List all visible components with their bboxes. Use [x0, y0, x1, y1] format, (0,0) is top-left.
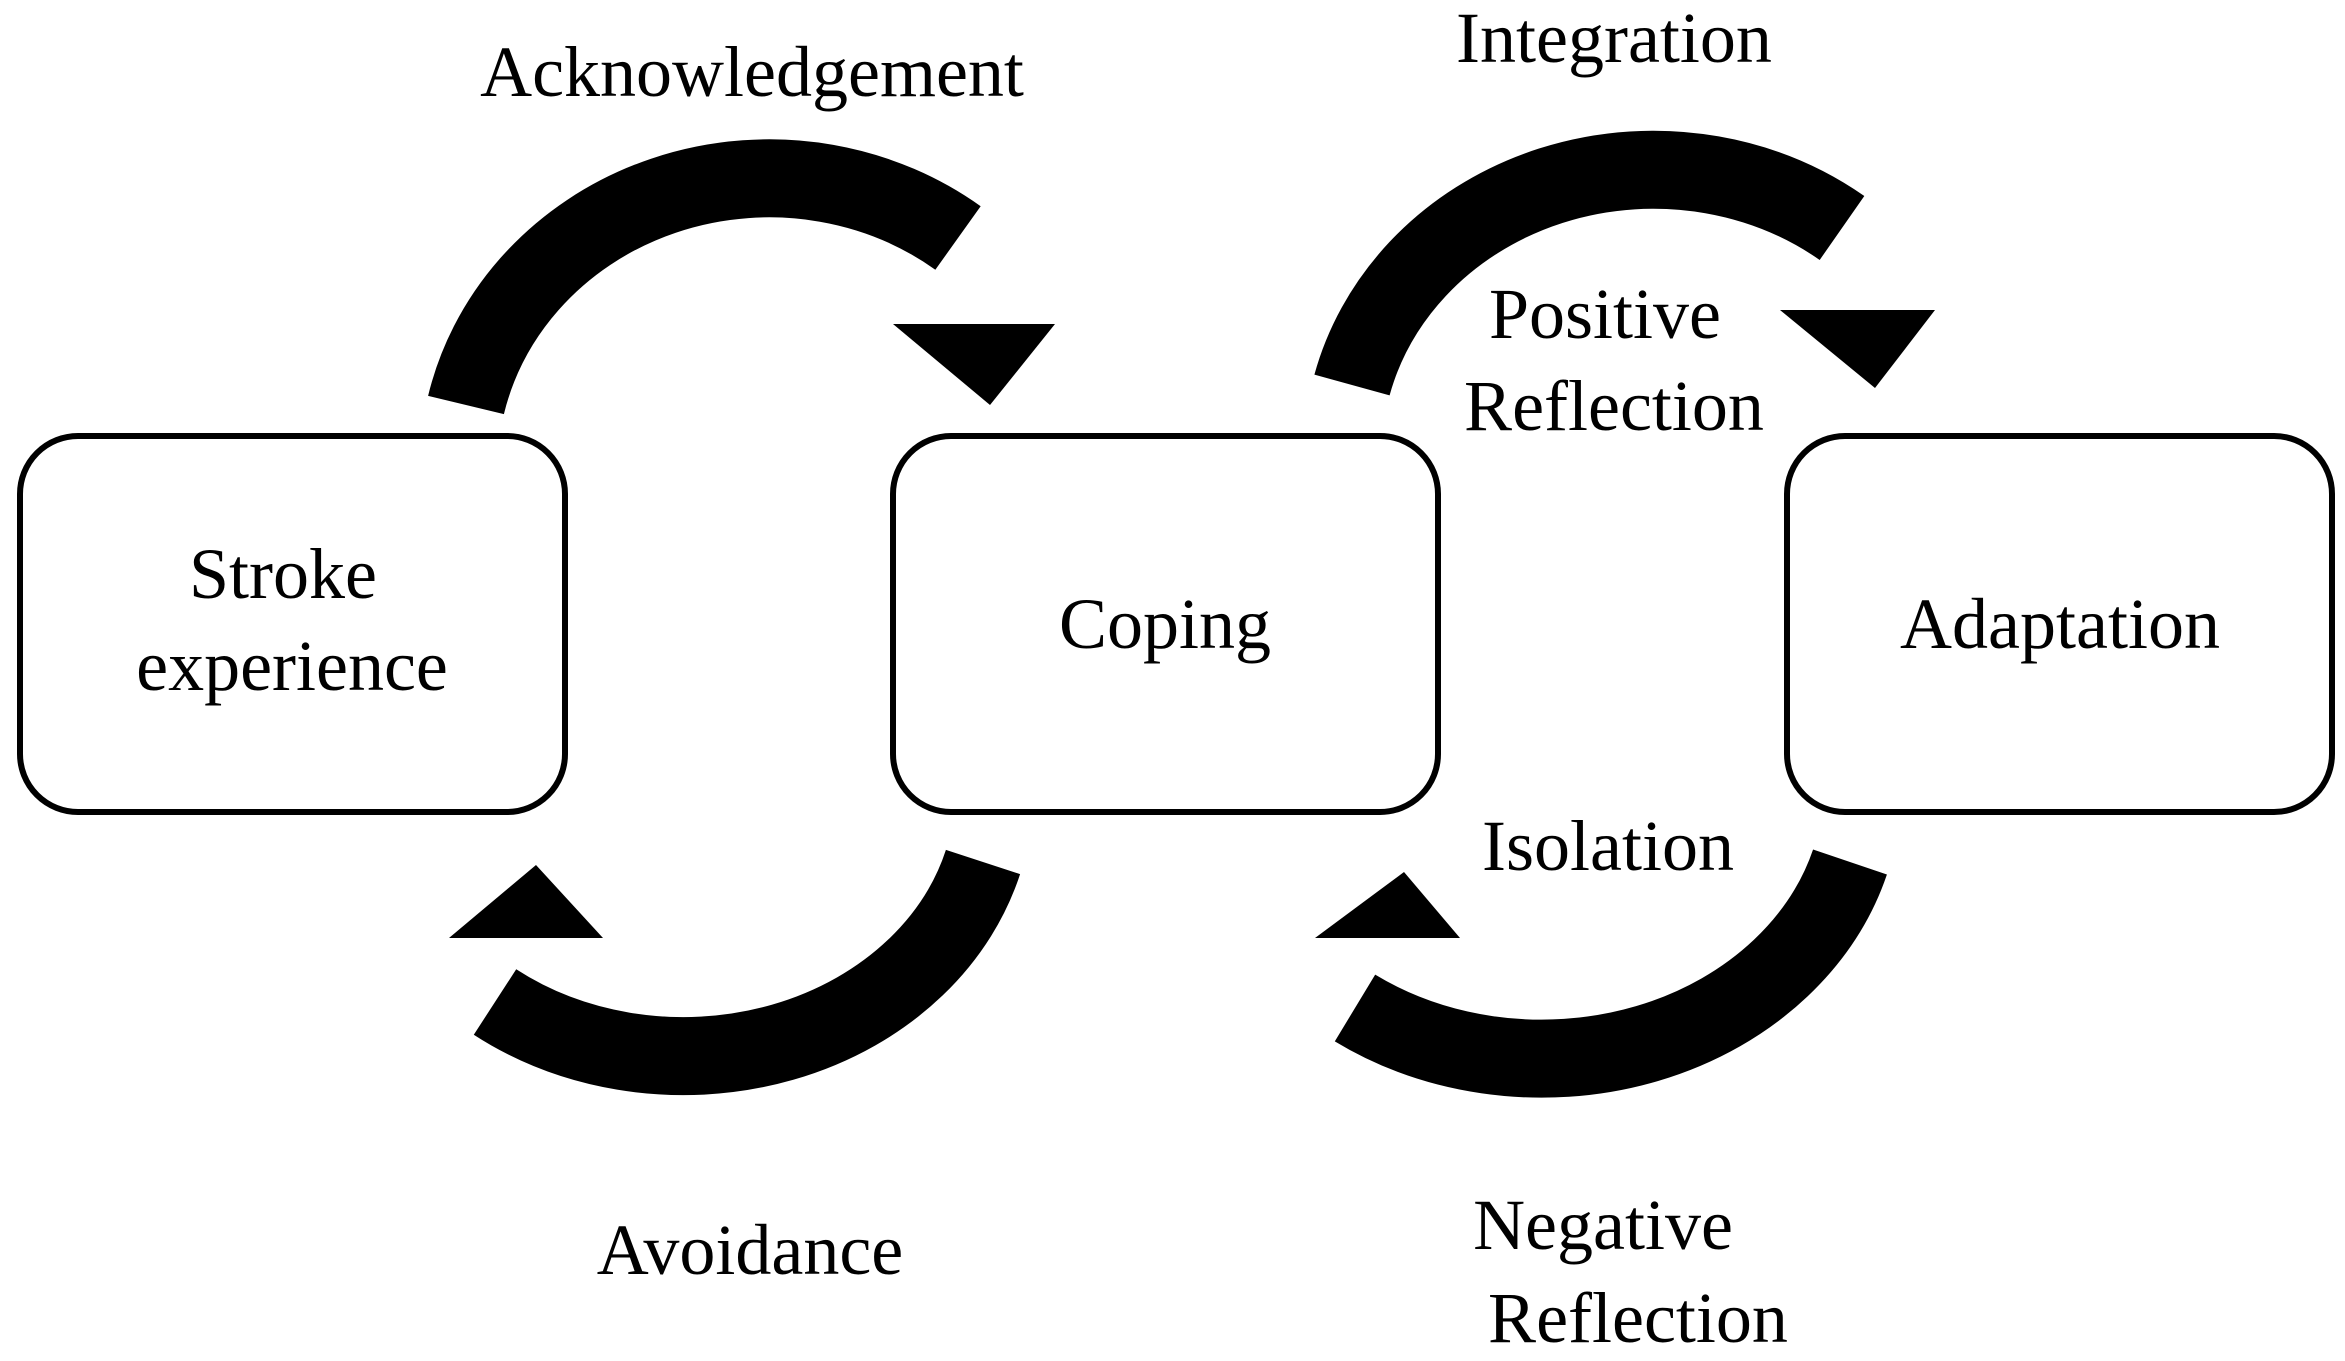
arrow-avoidance-head — [449, 865, 603, 938]
adaptation-label: Adaptation — [1900, 584, 2220, 664]
stroke-experience-box — [17, 433, 568, 815]
arrow-isolation — [1315, 848, 1887, 1098]
integration-label: Integration — [1456, 0, 1772, 78]
negative-reflection-line-1: Negative — [1473, 1185, 1733, 1265]
negative-reflection-line-2: Reflection — [1488, 1278, 1788, 1358]
isolation-line-1: Isolation — [1482, 806, 1734, 886]
arrow-acknowledgement — [428, 139, 1055, 415]
avoidance-label: Avoidance — [597, 1210, 904, 1290]
stroke-experience-line-1: Stroke — [189, 534, 377, 614]
acknowledgement-line-1: Acknowledgement — [480, 32, 1024, 112]
avoidance-line-1: Avoidance — [597, 1210, 904, 1290]
arrow-integration-head — [1780, 310, 1935, 388]
arrow-integration — [1314, 130, 1935, 396]
positive-reflection-label: Positive Reflection — [1464, 274, 1764, 446]
arrow-acknowledgement-body — [428, 139, 981, 415]
arrow-isolation-body — [1334, 848, 1887, 1098]
adaptation-line-1: Adaptation — [1900, 584, 2220, 664]
arrow-isolation-head — [1315, 872, 1460, 938]
arrow-acknowledgement-head — [893, 324, 1055, 405]
acknowledgement-label: Acknowledgement — [480, 32, 1024, 112]
stroke-experience-line-2: experience — [136, 626, 448, 706]
coping-box — [890, 433, 1441, 815]
stroke-experience-label: Stroke experience — [136, 534, 448, 706]
adaptation-box — [1784, 433, 2335, 815]
arrow-avoidance — [449, 849, 1021, 1096]
isolation-label: Isolation — [1482, 806, 1734, 886]
arrow-integration-body — [1314, 130, 1865, 396]
arrow-avoidance-body — [473, 849, 1021, 1096]
coping-label: Coping — [1059, 584, 1271, 664]
positive-reflection-line-1: Positive — [1489, 274, 1721, 354]
integration-line-1: Integration — [1456, 0, 1772, 78]
coping-line-1: Coping — [1059, 584, 1271, 664]
negative-reflection-label: Negative Reflection — [1473, 1185, 1788, 1358]
positive-reflection-line-2: Reflection — [1464, 366, 1764, 446]
